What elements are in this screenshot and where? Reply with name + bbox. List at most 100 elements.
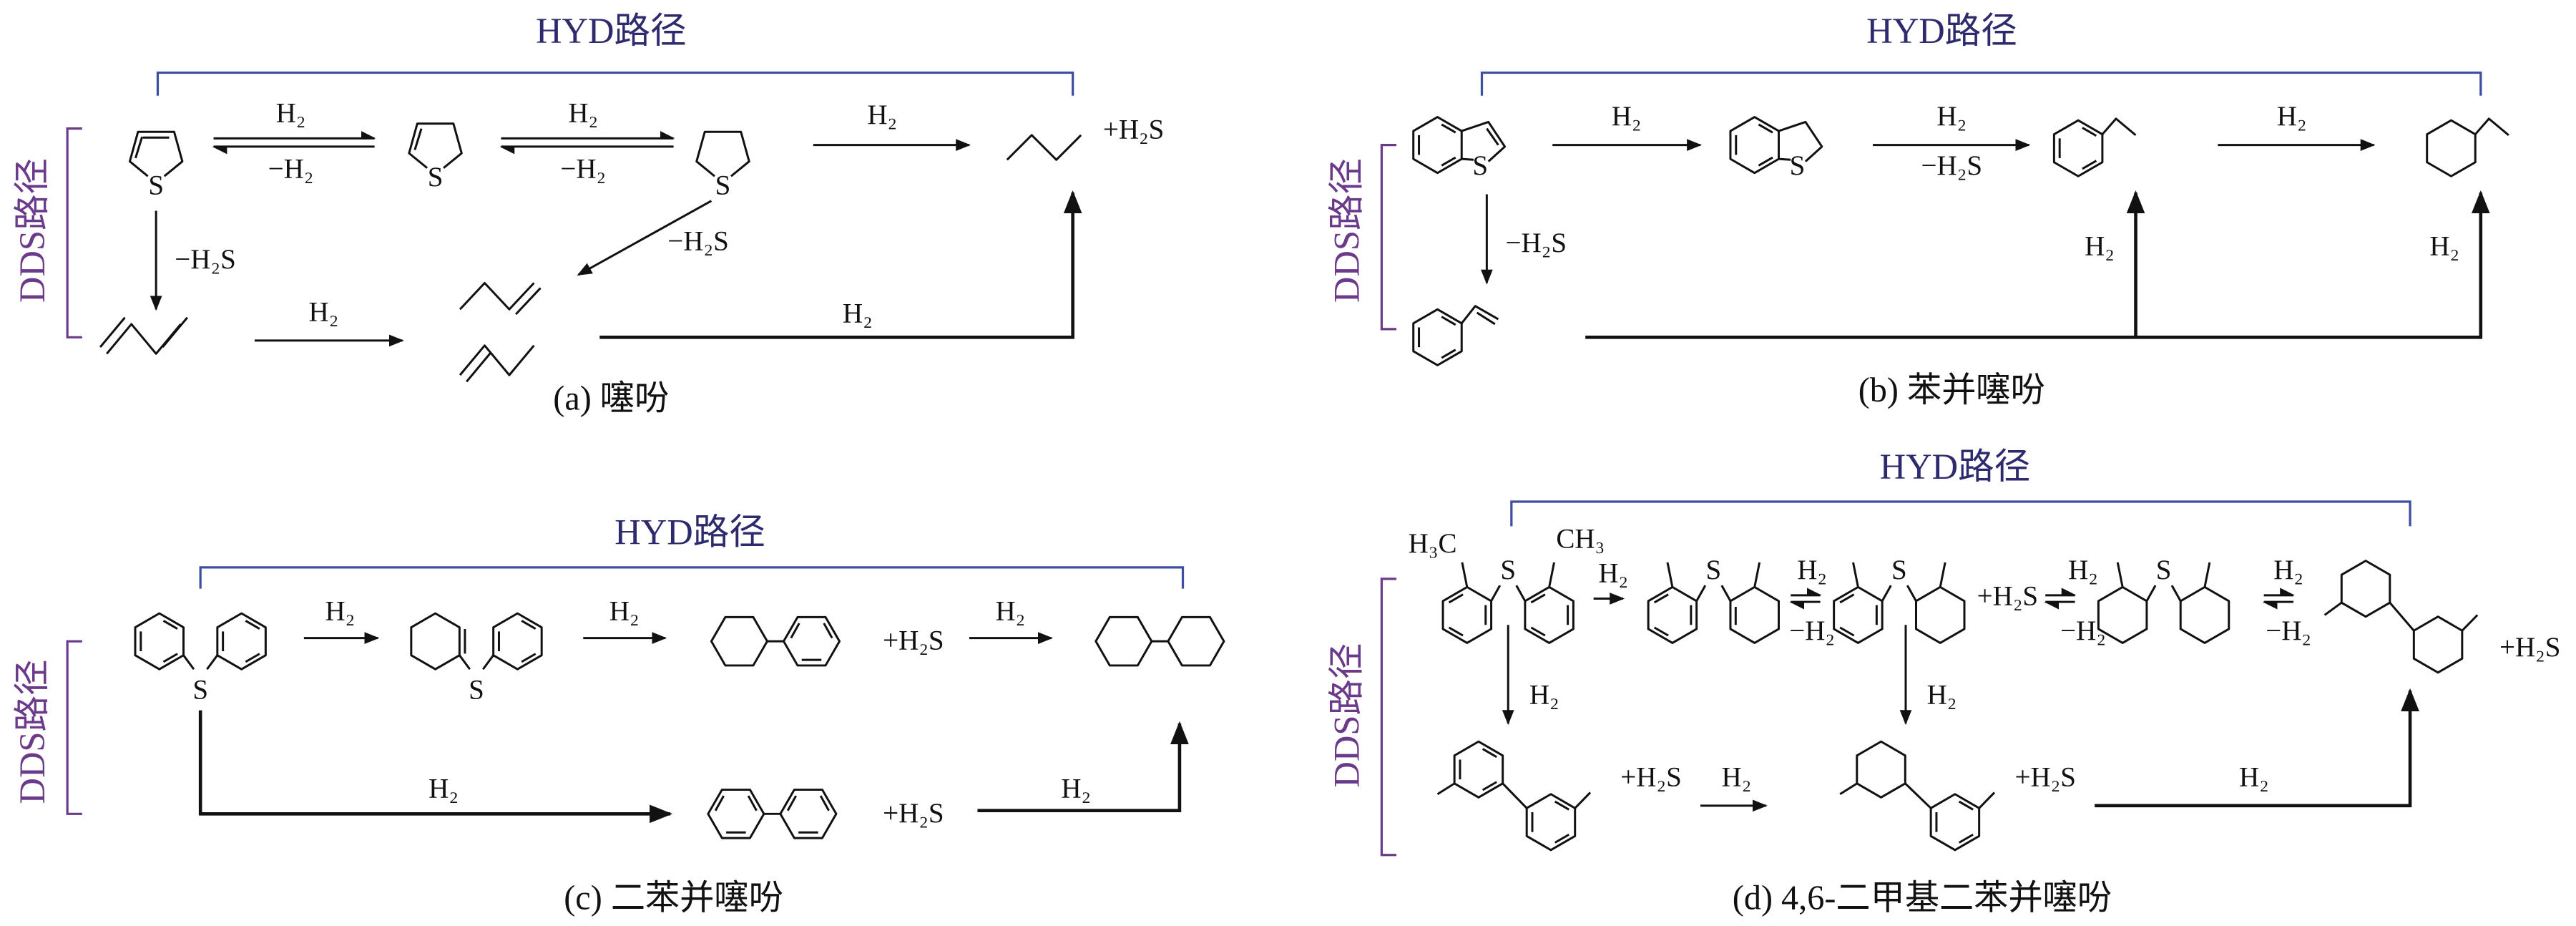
dibenzothiophene-molecule [135,613,265,669]
reagent-label: H₂ [1529,679,1559,710]
reagent-label: H₂ [2239,761,2269,792]
dds-pathway-label: DDS路径 [1326,643,1366,787]
panel-c-dibenzothiophene: HYD路径 DDS路径 S H₂ S H₂ +H₂S H₂ H₂ + [12,512,1225,917]
dds-pathway-label: DDS路径 [1326,158,1366,303]
sulfur-atom: S [428,162,444,192]
sulfur-atom: S [715,170,731,201]
reagent-label: H₂ [1797,555,1827,585]
reaction-arrow [198,710,673,824]
hyd-pathway-label: HYD路径 [536,11,686,51]
sulfur-atom: S [148,170,164,201]
reagent-label: −H₂ [268,154,314,185]
equilibrium-arrow [2262,588,2296,610]
sulfur-atom: S [192,675,208,706]
reagent-label: H₂ [867,99,897,130]
equilibrium-arrow [1789,588,1822,610]
reaction-arrow [599,190,1082,339]
equilibrium-arrow [212,130,376,155]
reagent-label: H₂ [2273,555,2303,585]
reagent-label: H₂ [2277,101,2307,132]
reaction-arrow [1585,190,2490,339]
dihydrobenzothiophene-molecule [1730,117,1823,173]
perhydro-dimethyldibenzothiophene-molecule [2097,562,2230,644]
sulfur-atom: S [1891,555,1907,585]
methyl-label: H₃C [1409,528,1457,559]
reagent-label: H₂ [1927,679,1957,710]
reaction-arrow [2095,688,2419,808]
reagent-label: H₂ [609,595,640,626]
reagent-label: H₂ [1612,101,1642,132]
thiophene-molecule [128,130,184,177]
byproduct-label: +H₂S [883,625,944,656]
reagent-label: H₂ [276,97,306,128]
reaction-arrow [977,721,1189,813]
reagent-label: H₂ [1061,773,1091,804]
panel-b-benzothiophene: HYD路径 DDS路径 S H₂ S H₂ −H₂S H₂ −H₂S [1326,11,2509,409]
dds-pathway-bracket [1380,144,1397,331]
hyd-pathway-bracket [1480,71,2482,96]
sulfur-atom: S [2156,555,2172,585]
reagent-label: −H₂ [1789,615,1835,646]
dds-pathway-bracket [1380,577,1397,857]
ethylbenzene-molecule [2054,117,2137,176]
reaction-arrow [577,200,712,276]
hyd-pathway-label: HYD路径 [1866,11,2017,51]
reagent-label: H₂ [2429,230,2459,261]
reagent-label: H₂ [2085,230,2115,261]
reagent-label: −H₂S [175,244,236,275]
reagent-label: H₂ [1722,761,1752,792]
methyl-label: CH₃ [1556,523,1605,554]
sulfur-atom: S [1472,150,1488,181]
styrene-molecule [1414,305,1499,366]
byproduct-label: +H₂S [1977,581,2039,612]
reagent-label: H₂ [843,298,873,329]
panel-a-thiophene: HYD路径 DDS路径 S S S H₂ −H₂ H₂ −H₂ H₂ +H₂S … [12,11,1164,417]
ethylcyclohexane-molecule [2426,117,2509,177]
reagent-label: H₂ [1936,101,1967,132]
1-butene-molecule [459,282,542,316]
butane-molecule [1006,134,1082,161]
reagent-label: H₂ [2068,555,2098,585]
sulfur-atom: S [1790,150,1806,181]
equilibrium-arrow [499,130,675,155]
hyd-pathway-label: HYD路径 [614,512,765,552]
methylcyclohexyl-toluene-molecule [1839,740,1996,850]
reagent-label: H₂ [995,595,1025,626]
reagent-label: H₂ [568,97,598,128]
byproduct-label: +H₂S [1103,114,1165,145]
dds-pathway-bracket [66,640,82,815]
byproduct-label: +H₂S [1620,761,1682,792]
reagent-label: −H₂S [667,226,729,257]
dimethyldibenzothiophene-molecule [1443,562,1573,643]
tetrahydrodibenzothiophene-molecule [410,612,542,671]
hexahydro-dimethyldibenzothiophene-molecule [1834,562,1966,644]
biphenyl-molecule [708,790,836,839]
sulfur-atom: S [1500,555,1516,585]
2-butene-molecule [459,344,535,383]
equilibrium-arrow [2044,588,2077,610]
butadiene-molecule [99,316,188,355]
byproduct-label: +H₂S [2014,761,2076,792]
panel-caption: (a) 噻吩 [553,379,669,417]
tetrahydro-dimethyldibenzothiophene-molecule [1648,562,1780,644]
panel-caption: (b) 苯并噻吩 [1858,371,2045,409]
sulfur-atom: S [469,675,484,706]
dds-pathway-label: DDS路径 [12,659,52,804]
dihydrothiophene-molecule [408,122,463,170]
reagent-label: H₂ [1598,558,1628,589]
panel-d-dimethyldibenzothiophene: HYD路径 DDS路径 S H₃C CH₃ H₂ S H₂ −H₂ S +H₂S [1326,447,2560,917]
reagent-label: −H₂ [560,154,606,185]
dimethylbiphenyl-molecule [1436,741,1592,850]
reagent-label: H₂ [309,296,339,327]
byproduct-label: +H₂S [883,798,944,829]
cyclohexylbenzene-molecule [710,615,839,667]
reagent-label: −H₂S [1506,228,1567,258]
hyd-pathway-bracket [156,71,1074,96]
panel-caption: (d) 4,6-二甲基二苯并噻吩 [1733,879,2112,917]
hyd-pathway-label: HYD路径 [1880,447,2030,487]
hyd-pathway-bracket [199,566,1185,589]
dimethylbicyclohexyl-molecule [2323,560,2479,674]
bicyclohexyl-molecule [1094,615,1225,667]
sulfur-atom: S [1705,555,1721,585]
